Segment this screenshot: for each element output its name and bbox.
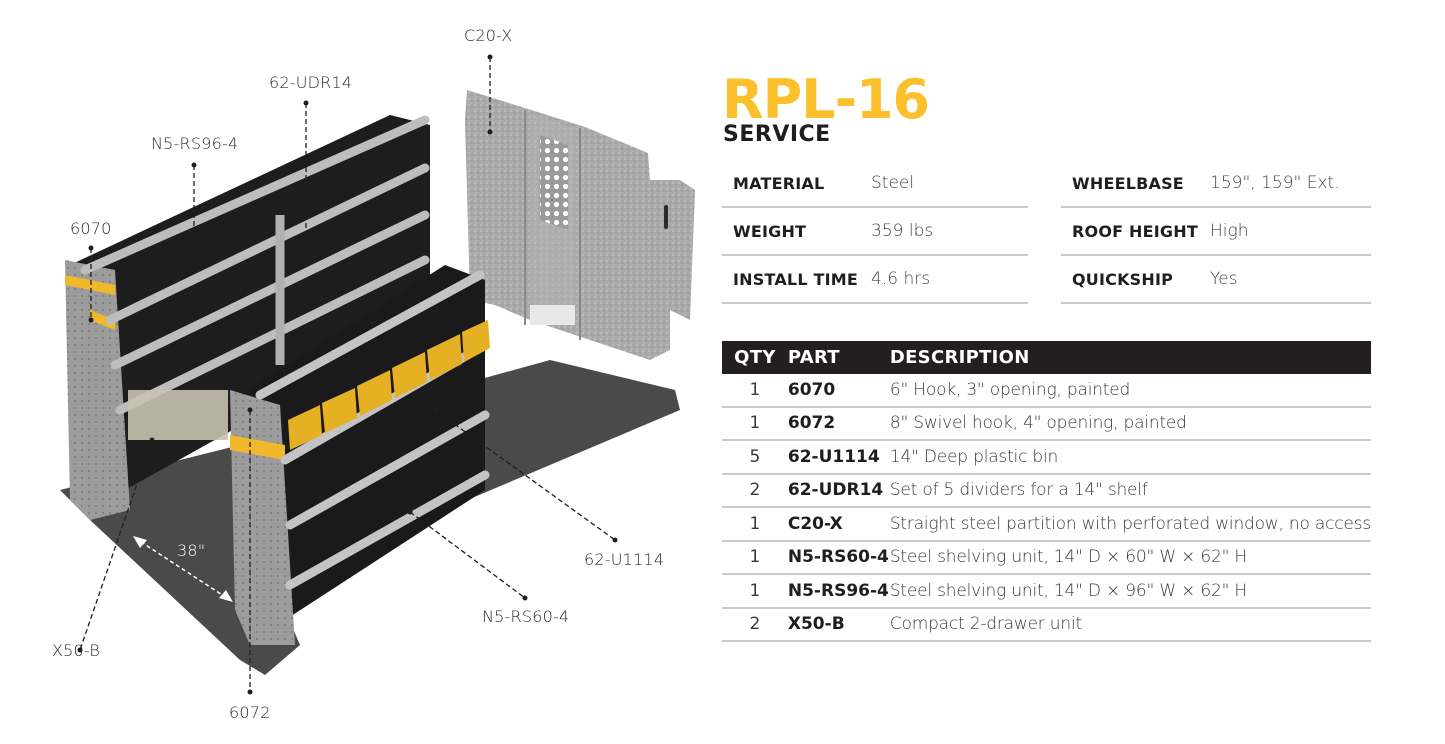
callout-x50-b: X50-B (52, 641, 100, 660)
shelving-n5-rs96-4 (65, 115, 430, 520)
plastic-bins-62-u1114 (288, 320, 490, 450)
cell-qty: 5 (722, 440, 788, 475)
spec-value: High (1210, 221, 1249, 241)
cell-part: N5-RS96-4 (787, 574, 890, 609)
parts-table-header: QTY PART DESCRIPTION (722, 341, 1371, 374)
product-model-title: RPL-16 (722, 68, 930, 131)
table-row: 2 X50-B Compact 2-drawer unit (722, 607, 1371, 642)
parts-table: QTY PART DESCRIPTION 1 6070 6" Hook, 3" … (722, 341, 1371, 642)
cell-part: X50-B (787, 607, 890, 642)
cell-part: N5-RS60-4 (787, 540, 890, 575)
spec-label: ROOF HEIGHT (1072, 221, 1198, 241)
spec-value: Yes (1210, 269, 1238, 289)
van-shelving-render (60, 54, 695, 695)
spec-row-material: MATERIAL Steel (722, 160, 1028, 208)
cell-description: 8" Swivel hook, 4" opening, painted (889, 406, 1371, 441)
cell-part: 6070 (787, 374, 890, 408)
table-row: 2 62-UDR14 Set of 5 dividers for a 14" s… (722, 473, 1371, 508)
callout-62-u1114: 62-U1114 (584, 550, 665, 569)
spec-label: QUICKSHIP (1072, 269, 1174, 289)
cell-qty: 1 (722, 507, 788, 542)
callout-62-udr14: 62-UDR14 (269, 73, 353, 92)
spec-label: WHEELBASE (1072, 173, 1184, 193)
table-row: 1 6072 8" Swivel hook, 4" opening, paint… (722, 406, 1371, 441)
callout-dots (77, 54, 618, 695)
cell-part: 62-U1114 (787, 440, 890, 475)
cell-description: Steel shelving unit, 14" D × 60" W × 62"… (889, 540, 1371, 575)
cell-part: C20-X (787, 507, 890, 542)
callout-n5-rs96-4: N5-RS96-4 (151, 134, 239, 153)
spec-value: 4.6 hrs (871, 269, 931, 289)
drawer-unit-x50b (128, 390, 228, 440)
cell-description: Set of 5 dividers for a 14" shelf (889, 473, 1371, 508)
spec-label: WEIGHT (733, 221, 807, 241)
spec-row-roof-height: ROOF HEIGHT High (1061, 208, 1371, 256)
table-row: 5 62-U1114 14" Deep plastic bin (722, 440, 1371, 475)
spec-row-wheelbase: WHEELBASE 159", 159" Ext. (1061, 160, 1371, 208)
cell-qty: 1 (722, 574, 788, 609)
cell-description: Straight steel partition with perforated… (889, 507, 1371, 542)
cell-qty: 2 (722, 607, 788, 642)
cell-part: 6072 (787, 406, 890, 441)
table-row: 1 N5-RS60-4 Steel shelving unit, 14" D ×… (722, 540, 1371, 575)
spec-value: 359 lbs (871, 221, 934, 241)
spec-label: MATERIAL (733, 173, 825, 193)
spec-row-quickship: QUICKSHIP Yes (1061, 256, 1371, 304)
spec-row-install-time: INSTALL TIME 4.6 hrs (722, 256, 1028, 304)
callout-c20x: C20-X (464, 26, 513, 45)
dimension-label: 38" (177, 541, 206, 560)
cell-description: Compact 2-drawer unit (889, 607, 1371, 642)
dimension-line (134, 537, 231, 601)
spec-value: 159", 159" Ext. (1210, 173, 1340, 193)
cell-qty: 2 (722, 473, 788, 508)
cell-description: Steel shelving unit, 14" D × 96" W × 62"… (889, 574, 1371, 609)
spec-label: INSTALL TIME (733, 269, 859, 289)
specs-left: MATERIAL Steel WEIGHT 359 lbs INSTALL TI… (722, 160, 1028, 304)
callout-6070: 6070 (70, 219, 112, 238)
shelving-n5-rs60-4 (230, 265, 490, 645)
product-category: SERVICE (723, 122, 831, 147)
spec-row-weight: WEIGHT 359 lbs (722, 208, 1028, 256)
table-row: 1 N5-RS96-4 Steel shelving unit, 14" D ×… (722, 574, 1371, 609)
header-qty: QTY (722, 341, 788, 374)
cell-description: 6" Hook, 3" opening, painted (889, 374, 1371, 408)
partition-c20x (465, 90, 695, 360)
cell-qty: 1 (722, 374, 788, 408)
callout-leaders (79, 57, 616, 692)
callout-n5-rs60-4: N5-RS60-4 (482, 607, 570, 626)
cell-qty: 1 (722, 406, 788, 441)
callout-6072: 6072 (229, 703, 271, 722)
header-description: DESCRIPTION (889, 341, 1371, 374)
cell-qty: 1 (722, 540, 788, 575)
product-illustration: C20-X 62-UDR14 N5-RS96-4 6070 62-U1114 N… (30, 20, 705, 722)
specs-right: WHEELBASE 159", 159" Ext. ROOF HEIGHT Hi… (1061, 160, 1371, 304)
cell-description: 14" Deep plastic bin (889, 440, 1371, 475)
table-row: 1 C20-X Straight steel partition with pe… (722, 507, 1371, 542)
header-part: PART (787, 341, 890, 374)
cell-part: 62-UDR14 (787, 473, 890, 508)
spec-value: Steel (871, 173, 915, 193)
table-row: 1 6070 6" Hook, 3" opening, painted (722, 374, 1371, 408)
